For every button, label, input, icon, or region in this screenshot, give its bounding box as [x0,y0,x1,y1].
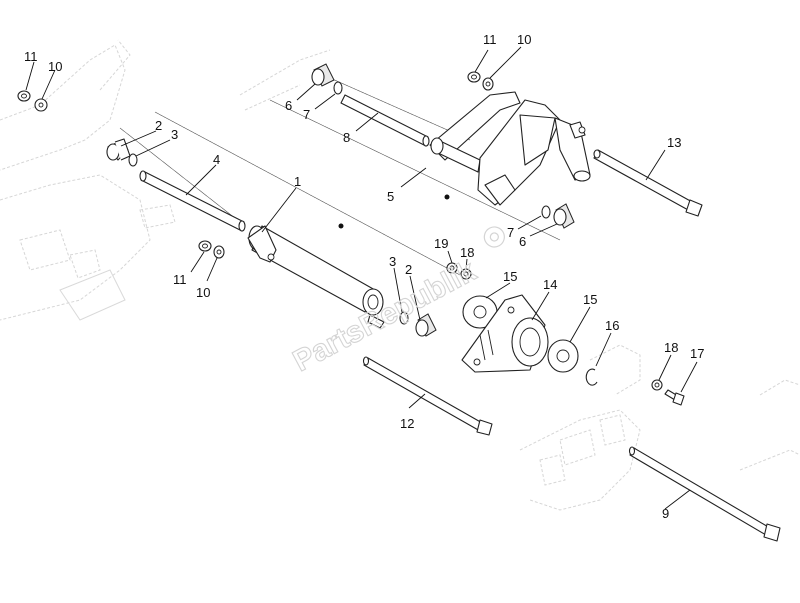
callout-11-top-right: 11 [483,32,497,47]
callout-4: 4 [213,152,220,167]
ring-7-upper [333,81,343,95]
swingarm-tube-1 [247,225,385,329]
bolt-9 [628,446,781,542]
callout-11-top-left: 11 [24,49,38,64]
washer-10-middle [213,245,225,259]
callout-18-middle: 18 [460,245,474,260]
callout-15-left: 15 [503,269,517,284]
washer-10-top-right [482,77,494,91]
rubber-block-15-left [462,295,498,329]
callout-8: 8 [343,130,350,145]
rubber-block-15-right [547,339,579,373]
callout-12: 12 [400,416,414,431]
pin-8 [340,94,430,147]
bushing-6-lower [553,203,575,229]
pin-4 [139,170,246,232]
callout-15-right: 15 [583,292,597,307]
callout-9: 9 [662,506,669,521]
callout-5: 5 [387,189,394,204]
nut-11-top-right [467,71,481,83]
nut-11-top-left [17,90,31,102]
gear-logo-icon [483,226,505,248]
washer-18-right [651,379,663,391]
callout-19: 19 [434,236,448,251]
callout-10-top-right: 10 [517,32,531,47]
link-arm-5 [429,91,591,206]
callout-6-upper: 6 [285,98,292,113]
callout-11-middle: 11 [173,272,187,287]
callout-10-top-left: 10 [48,59,62,74]
callout-17: 17 [690,346,704,361]
ring-7-lower [541,205,551,219]
ring-3-lower [399,311,409,325]
callout-10-middle: 10 [196,285,210,300]
ring-3-upper [128,153,138,167]
bushing-6-upper [311,63,335,87]
reference-dots [338,194,450,229]
callout-3-lower: 3 [389,254,396,269]
callout-18-right: 18 [664,340,678,355]
bushing-2-lower [415,313,437,337]
circlip-16 [585,368,598,386]
bracket-14 [461,294,549,373]
callout-7-lower: 7 [507,225,514,240]
washer-10-top-left [34,98,48,112]
leader-lines [25,46,698,510]
ghost-frame-outlines [0,39,800,511]
callout-2-lower: 2 [405,262,412,277]
callout-2-upper: 2 [155,118,162,133]
bolt-17 [664,389,685,406]
callout-16: 16 [605,318,619,333]
alignment-lines [119,77,561,276]
callout-7-upper: 7 [303,107,310,122]
callout-1: 1 [294,174,301,189]
callout-13: 13 [667,135,681,150]
callout-labels: 1 2 3 4 5 6 7 8 11 10 11 10 13 7 6 19 18… [24,32,704,521]
nut-11-middle [198,240,212,252]
bushing-2-upper [106,138,131,161]
callout-14: 14 [543,277,557,292]
bolt-13 [593,149,703,217]
callout-3-upper: 3 [171,127,178,142]
callout-6-lower: 6 [519,234,526,249]
